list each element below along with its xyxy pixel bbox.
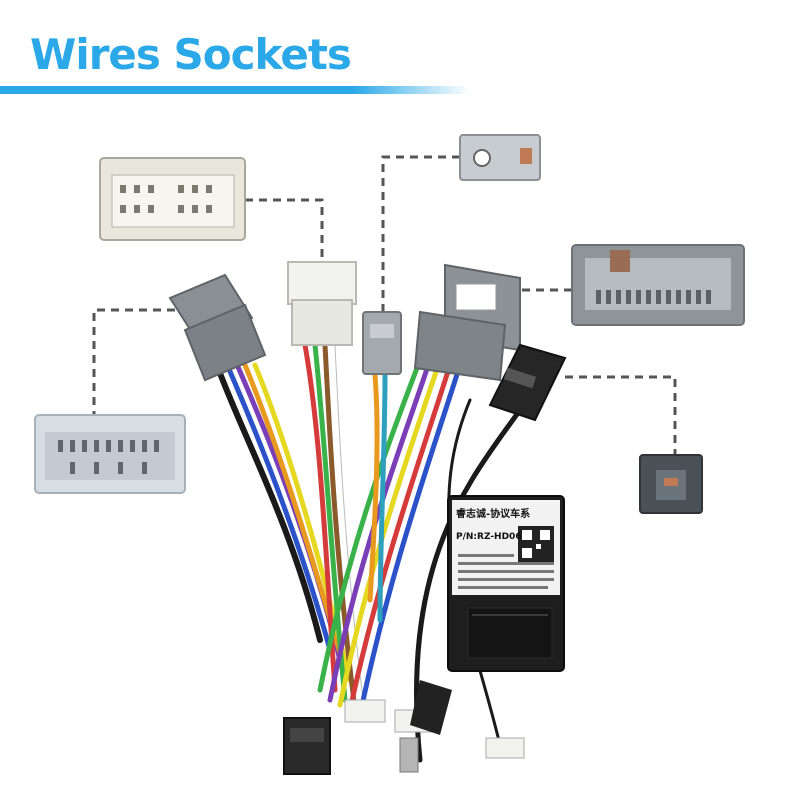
can-decoder-box	[447, 495, 565, 672]
leader-line-left	[92, 308, 175, 418]
connector-black-usb	[488, 343, 567, 422]
connector-white-center	[287, 261, 357, 346]
leader-line-usb	[565, 375, 677, 455]
decoder-part-number: P/N:RZ-HD06	[456, 532, 522, 542]
socket-gray-long-right	[571, 244, 745, 326]
audio-plug-angled	[410, 680, 452, 735]
leader-line-top	[381, 155, 460, 312]
iso-plug-black	[283, 717, 331, 775]
connector-gray-small	[362, 311, 402, 375]
decoder-brand-label: 睿志诚-协议车系	[456, 509, 531, 520]
leader-line-top-left	[245, 198, 324, 262]
white-plug-a	[344, 699, 386, 723]
socket-white-top-left	[99, 157, 246, 241]
bottom-connectors	[283, 680, 525, 775]
socket-light-left	[34, 414, 186, 494]
connector-gray-left	[168, 273, 267, 382]
socket-dark-small-right	[639, 454, 703, 514]
white-plug-c	[485, 737, 525, 759]
page-title: Wires Sockets	[30, 30, 352, 79]
connector-gray-large	[413, 263, 521, 382]
socket-gray-small-top	[459, 134, 541, 181]
antenna-plug	[399, 737, 419, 773]
title-underline	[0, 86, 470, 94]
